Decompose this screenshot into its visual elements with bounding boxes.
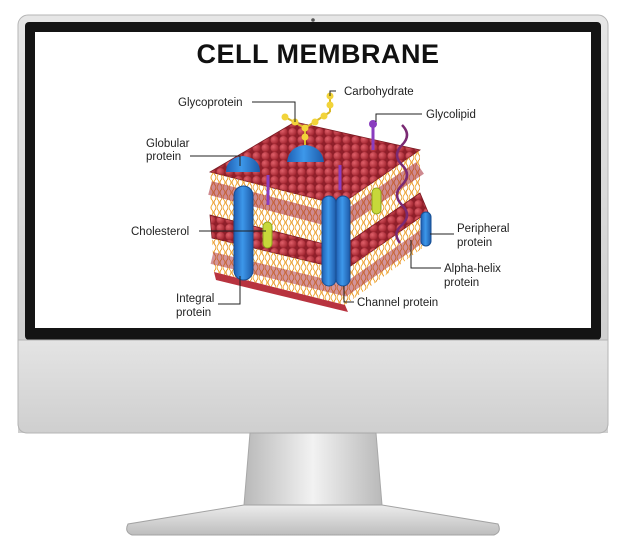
- glycolipid-group: [266, 120, 377, 205]
- glycoprotein: [287, 145, 324, 162]
- globular-protein: [226, 156, 260, 172]
- membrane-diagram: [208, 92, 432, 312]
- label-cholesterol: Cholesterol: [131, 226, 189, 238]
- channel-protein: [321, 195, 337, 287]
- label-glycoprotein: Glycoprotein: [178, 97, 243, 109]
- webcam-icon: [311, 18, 315, 22]
- label-glycolipid: Glycolipid: [426, 109, 476, 121]
- diagram-labels: Glycoprotein Carbohydrate Glycolipid Glo…: [131, 86, 509, 319]
- label-alpha-helix-line1: Alpha-helix: [444, 263, 501, 275]
- monitor-stand: [243, 432, 383, 506]
- cholesterol: [262, 221, 273, 249]
- label-peripheral-line2: protein: [457, 237, 492, 249]
- label-globular-line1: Globular: [146, 138, 190, 150]
- label-peripheral-line1: Peripheral: [457, 223, 509, 235]
- leader-lines: [190, 90, 454, 305]
- diagram-title: CELL MEMBRANE: [196, 39, 439, 69]
- label-alpha-helix-line2: protein: [444, 277, 479, 289]
- label-integral-line1: Integral: [176, 293, 214, 305]
- integral-protein: [233, 185, 254, 281]
- monitor-base: [126, 504, 500, 536]
- label-carbohydrate: Carbohydrate: [344, 86, 414, 98]
- label-integral-line2: protein: [176, 307, 211, 319]
- label-channel-protein: Channel protein: [357, 297, 438, 309]
- peripheral-protein: [420, 211, 432, 247]
- alpha-helix-protein: [395, 124, 409, 244]
- label-globular-line2: protein: [146, 151, 181, 163]
- carbohydrate-chain: [281, 92, 334, 145]
